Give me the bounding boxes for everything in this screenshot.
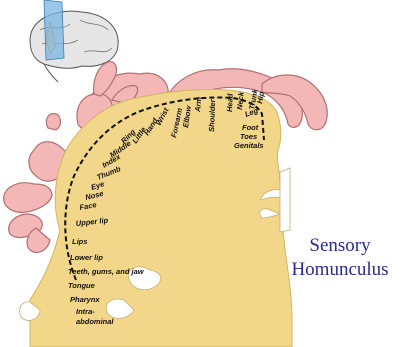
label-lower-lip: Lower lip — [70, 253, 103, 262]
label-tongue: Tongue — [68, 281, 95, 290]
label-genitals: Genitals — [234, 141, 264, 150]
label-teeth-gums-jaw: Teeth, gums, and jaw — [68, 267, 145, 276]
label-lips: Lips — [72, 237, 87, 246]
label-abdominal: abdominal — [76, 317, 114, 326]
label-neck: Neck — [235, 91, 246, 110]
label-toes: Toes — [240, 132, 257, 141]
coronal-plane-icon — [44, 0, 64, 60]
label-shoulder: Shoulder — [207, 98, 217, 132]
label-arm: Arm — [193, 96, 203, 113]
label-pharynx: Pharynx — [70, 295, 100, 304]
title-line-1: Sensory — [262, 234, 418, 258]
label-intra: Intra- — [76, 307, 95, 316]
title-line-2: Homunculus — [262, 258, 418, 282]
diagram-title: Sensory Homunculus — [262, 234, 418, 282]
label-foot: Foot — [242, 123, 259, 132]
label-head: Head — [225, 93, 235, 112]
